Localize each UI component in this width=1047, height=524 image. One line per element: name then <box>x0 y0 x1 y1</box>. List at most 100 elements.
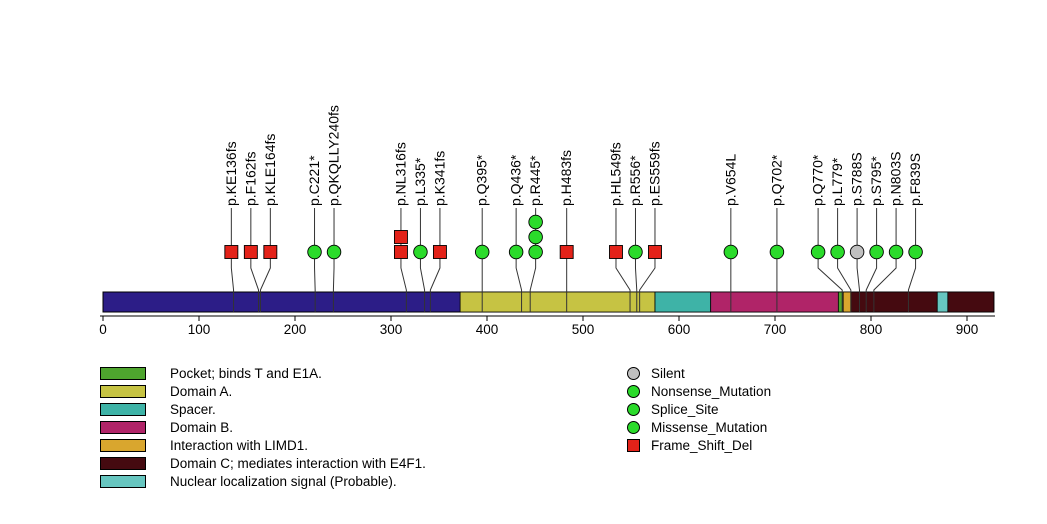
legend-item-missense: Missense_Mutation <box>627 421 771 434</box>
domain-swatch <box>100 439 146 452</box>
legend-label: Splice_Site <box>651 402 719 417</box>
mutation-label: p.Q395* <box>474 154 490 206</box>
legend-item-spacer: Spacer. <box>100 403 426 416</box>
axis-tick-label: 200 <box>284 322 307 337</box>
axis-tick-label: 400 <box>476 322 499 337</box>
legend-label: Silent <box>651 366 685 381</box>
mutation-marker[interactable] <box>393 230 408 244</box>
missense-marker-icon <box>627 421 640 434</box>
mutation-label: p.KLE164fs <box>262 134 278 206</box>
legend-item-domain-b: Domain B. <box>100 421 426 434</box>
mutation-connector <box>259 208 271 312</box>
mutation-label: p.QKQLLY240fs <box>326 105 342 206</box>
mutation-marker[interactable] <box>224 245 239 259</box>
mutation-label: p.Q702* <box>768 154 784 206</box>
legend-label: Nonsense_Mutation <box>651 384 772 399</box>
mutation-connector <box>837 208 852 312</box>
nonsense-marker-icon <box>627 385 640 398</box>
mutation-connector <box>332 208 335 312</box>
mutation-label: p.F839S <box>907 153 923 206</box>
axis-tick-label: 900 <box>956 322 979 337</box>
mutation-marker[interactable] <box>769 244 785 260</box>
legend-item-domain-a: Domain A. <box>100 385 426 398</box>
mutation-marker[interactable] <box>528 244 543 260</box>
domain-segment[interactable] <box>459 291 656 313</box>
legend-item-nonsense: Nonsense_Mutation <box>627 385 771 398</box>
mutation-connector <box>856 208 860 312</box>
legend-item-pocket: Pocket; binds T and E1A. <box>100 367 426 380</box>
legend-label: Interaction with LIMD1. <box>170 438 309 453</box>
axis-tick-label: 700 <box>764 322 787 337</box>
legend-item-silent: Silent <box>627 367 771 380</box>
axis-tick-label: 300 <box>380 322 403 337</box>
mutation-marker[interactable] <box>263 245 278 259</box>
mutation-connector <box>230 208 235 312</box>
mutation-marker[interactable] <box>869 244 884 260</box>
silent-marker-icon <box>627 367 640 380</box>
domain-swatch <box>100 403 146 416</box>
mutation-connector <box>314 208 316 312</box>
mutation-connector <box>615 208 631 312</box>
domain-legend: Pocket; binds T and E1A. Domain A. Space… <box>100 367 426 488</box>
mutation-connector <box>907 208 917 312</box>
mutation-label: p.V654L <box>722 154 738 206</box>
domain-segment[interactable] <box>710 291 839 313</box>
mutation-marker[interactable] <box>609 245 623 259</box>
mutation-connector <box>817 208 843 312</box>
legend-item-limd1: Interaction with LIMD1. <box>100 439 426 452</box>
mutation-marker[interactable] <box>723 244 739 260</box>
mutation-marker[interactable] <box>307 244 322 260</box>
legend-item-domain-c: Domain C; mediates interaction with E4F1… <box>100 457 426 470</box>
legend-item-nls: Nuclear localization signal (Probable). <box>100 475 426 488</box>
mutation-label: p.R556* <box>627 155 643 206</box>
mutation-label: p.L779* <box>829 157 845 206</box>
domain-segment[interactable] <box>842 291 852 313</box>
mutation-marker[interactable] <box>243 245 258 259</box>
mutation-marker[interactable] <box>528 229 543 245</box>
domain-segment[interactable] <box>654 291 712 313</box>
domain-swatch <box>100 457 146 470</box>
domain-segment[interactable] <box>850 291 995 313</box>
mutation-label: p.NL316fs <box>392 142 408 206</box>
mutation-connector <box>873 208 897 312</box>
legend-label: Frame_Shift_Del <box>651 438 753 453</box>
mutation-label: p.HL549fs <box>607 142 623 206</box>
legend-label: Missense_Mutation <box>651 420 768 435</box>
mutation-marker[interactable] <box>849 244 865 260</box>
legend-label: Domain B. <box>170 420 234 435</box>
mutation-marker[interactable] <box>888 244 904 260</box>
legend-label: Nuclear localization signal (Probable). <box>170 474 397 489</box>
legend-item-splice: Splice_Site <box>627 403 771 416</box>
mutation-connector <box>515 208 523 312</box>
legend-label: Spacer. <box>170 402 216 417</box>
mutation-marker[interactable] <box>326 244 342 260</box>
mutation-label: p.F162fs <box>242 152 258 206</box>
mutation-marker[interactable] <box>528 214 543 230</box>
mutation-connector <box>250 208 260 312</box>
mutation-connector <box>639 208 656 312</box>
mutation-label: p.H483fs <box>558 150 574 206</box>
mutation-type-legend: Silent Nonsense_Mutation Splice_Site Mis… <box>627 367 771 452</box>
mutation-marker[interactable] <box>908 244 923 260</box>
axis-tick-label: 100 <box>188 322 211 337</box>
axis-tick-label: 500 <box>572 322 595 337</box>
mutation-marker[interactable] <box>830 244 845 260</box>
axis-tick-label: 800 <box>860 322 883 337</box>
mutation-marker[interactable] <box>810 244 826 260</box>
mutation-marker[interactable] <box>393 245 408 259</box>
mutation-connector <box>634 208 638 312</box>
axis-tick-label: 600 <box>668 322 691 337</box>
mutation-marker[interactable] <box>628 244 643 260</box>
mutation-marker[interactable] <box>648 245 662 259</box>
mutation-marker[interactable] <box>413 244 428 260</box>
mutation-marker[interactable] <box>474 244 490 260</box>
mutation-connector <box>865 208 878 312</box>
mutation-marker[interactable] <box>559 245 574 259</box>
domain-segment[interactable] <box>936 291 949 313</box>
mutation-marker[interactable] <box>508 244 524 260</box>
legend-item-frameshift: Frame_Shift_Del <box>627 439 771 452</box>
mutation-label: p.K341fs <box>431 151 447 206</box>
legend-label: Domain A. <box>170 384 233 399</box>
mutation-marker[interactable] <box>432 245 447 259</box>
